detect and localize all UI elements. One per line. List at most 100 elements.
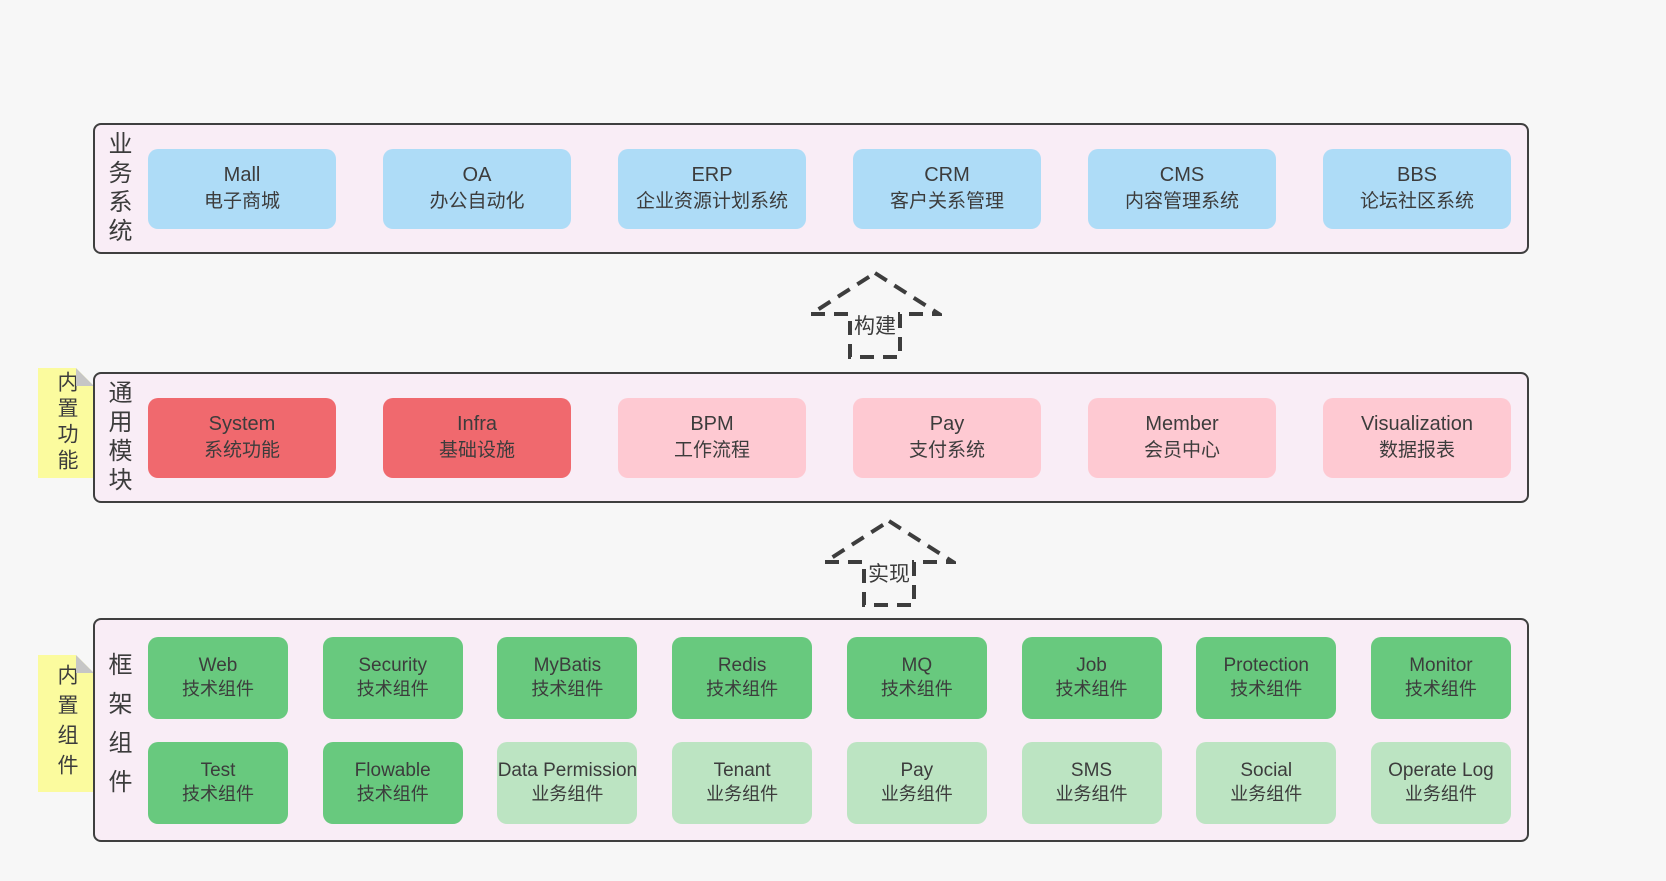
card-title: Job bbox=[1076, 654, 1107, 676]
card-infra: Infra 基础设施 bbox=[383, 397, 571, 478]
card-subtitle: 业务组件 bbox=[531, 784, 604, 805]
layer-framework-components: 框架组件 Web 技术组件 Security 技术组件 MyBatis 技术组件… bbox=[93, 618, 1529, 842]
card-pay-component: Pay 业务组件 bbox=[846, 741, 987, 824]
card-title: BPM bbox=[690, 412, 734, 435]
card-title: MQ bbox=[901, 654, 933, 676]
card-subtitle: 技术组件 bbox=[706, 679, 779, 700]
sticky-note-builtin-components: 内置组件 bbox=[38, 655, 94, 792]
card-title: Pay bbox=[929, 412, 965, 435]
card-title: Security bbox=[358, 654, 428, 676]
card-title: Pay bbox=[900, 759, 934, 781]
card-title: Operate Log bbox=[1388, 759, 1494, 781]
card-operate-log: Operate Log 业务组件 bbox=[1370, 741, 1511, 824]
card-mall: Mall 电子商城 bbox=[148, 148, 336, 229]
arrow-build: 构建 bbox=[804, 270, 946, 360]
card-subtitle: 办公自动化 bbox=[429, 191, 525, 213]
sticky-note-text: 内置功能 bbox=[55, 371, 78, 475]
card-protection: Protection 技术组件 bbox=[1196, 636, 1337, 719]
card-title: Member bbox=[1145, 412, 1219, 435]
card-title: OA bbox=[462, 163, 492, 186]
card-subtitle: 论坛社区系统 bbox=[1359, 191, 1474, 213]
component-cards-row-2: Test 技术组件 Flowable 技术组件 Data Permission … bbox=[135, 741, 1527, 824]
business-cards-row: Mall 电子商城 OA 办公自动化 ERP 企业资源计划系统 CRM 客户关系… bbox=[135, 125, 1527, 252]
card-subtitle: 系统功能 bbox=[203, 440, 280, 462]
card-subtitle: 业务组件 bbox=[1404, 784, 1477, 805]
card-title: ERP bbox=[691, 163, 733, 186]
card-title: System bbox=[208, 412, 276, 435]
card-subtitle: 业务组件 bbox=[1230, 784, 1303, 805]
module-cards-row: System 系统功能 Infra 基础设施 BPM 工作流程 Pay 支付系统… bbox=[135, 374, 1527, 501]
card-subtitle: 企业资源计划系统 bbox=[635, 191, 788, 213]
card-web: Web 技术组件 bbox=[148, 636, 288, 719]
card-title: Flowable bbox=[354, 759, 431, 781]
card-bpm: BPM 工作流程 bbox=[618, 397, 806, 478]
card-visualization: Visualization 数据报表 bbox=[1323, 397, 1511, 478]
card-tenant: Tenant 业务组件 bbox=[672, 741, 813, 824]
card-cms: CMS 内容管理系统 bbox=[1088, 148, 1276, 229]
card-subtitle: 会员中心 bbox=[1143, 440, 1220, 462]
card-subtitle: 技术组件 bbox=[182, 784, 254, 805]
card-title: BBS bbox=[1396, 163, 1438, 186]
up-arrow-icon bbox=[818, 518, 960, 607]
card-oa: OA 办公自动化 bbox=[383, 148, 571, 229]
card-subtitle: 业务组件 bbox=[880, 784, 953, 805]
card-monitor: Monitor 技术组件 bbox=[1370, 636, 1511, 719]
card-subtitle: 基础设施 bbox=[438, 440, 515, 462]
card-test: Test 技术组件 bbox=[148, 741, 288, 824]
folded-corner-icon bbox=[76, 655, 94, 673]
arrow-implement: 实现 bbox=[818, 518, 960, 608]
layer-label-components: 框架组件 bbox=[104, 652, 131, 808]
arrow-implement-label: 实现 bbox=[866, 562, 912, 588]
card-title: Social bbox=[1240, 759, 1293, 781]
card-subtitle: 客户关系管理 bbox=[889, 191, 1004, 213]
component-rows: Web 技术组件 Security 技术组件 MyBatis 技术组件 Redi… bbox=[135, 620, 1527, 840]
layer-common-modules: 通用模块 System 系统功能 Infra 基础设施 BPM 工作流程 Pay… bbox=[93, 372, 1529, 503]
card-title: Test bbox=[200, 759, 236, 781]
card-title: Data Permission bbox=[497, 759, 638, 781]
card-title: Tenant bbox=[713, 759, 771, 781]
card-title: Infra bbox=[456, 412, 498, 435]
card-subtitle: 技术组件 bbox=[531, 679, 604, 700]
card-title: Protection bbox=[1223, 654, 1309, 676]
card-subtitle: 数据报表 bbox=[1378, 440, 1455, 462]
component-cards-row-1: Web 技术组件 Security 技术组件 MyBatis 技术组件 Redi… bbox=[135, 636, 1527, 719]
card-subtitle: 业务组件 bbox=[1055, 784, 1128, 805]
card-subtitle: 工作流程 bbox=[673, 440, 750, 462]
card-subtitle: 技术组件 bbox=[356, 679, 429, 700]
card-security: Security 技术组件 bbox=[322, 636, 463, 719]
sticky-note-text: 内置组件 bbox=[55, 663, 78, 784]
card-redis: Redis 技术组件 bbox=[672, 636, 813, 719]
card-system: System 系统功能 bbox=[148, 397, 336, 478]
card-subtitle: 内容管理系统 bbox=[1124, 191, 1239, 213]
card-pay-module: Pay 支付系统 bbox=[853, 397, 1041, 478]
layer-business-systems: 业务系统 Mall 电子商城 OA 办公自动化 ERP 企业资源计划系统 CRM… bbox=[93, 123, 1529, 254]
card-title: Mall bbox=[223, 163, 261, 186]
layer-label-modules: 通用模块 bbox=[104, 379, 131, 496]
card-title: CRM bbox=[924, 163, 970, 186]
card-subtitle: 技术组件 bbox=[182, 679, 254, 700]
card-member: Member 会员中心 bbox=[1088, 397, 1276, 478]
up-arrow-icon bbox=[804, 270, 946, 359]
card-title: Visualization bbox=[1361, 412, 1473, 435]
card-subtitle: 支付系统 bbox=[908, 440, 985, 462]
sticky-note-builtin-features: 内置功能 bbox=[38, 368, 94, 478]
card-erp: ERP 企业资源计划系统 bbox=[618, 148, 806, 229]
card-subtitle: 技术组件 bbox=[356, 784, 429, 805]
card-crm: CRM 客户关系管理 bbox=[853, 148, 1041, 229]
card-social: Social 业务组件 bbox=[1196, 741, 1337, 824]
card-title: Monitor bbox=[1409, 654, 1473, 676]
card-mq: MQ 技术组件 bbox=[846, 636, 987, 719]
card-job: Job 技术组件 bbox=[1021, 636, 1162, 719]
card-title: Redis bbox=[717, 654, 767, 676]
card-subtitle: 技术组件 bbox=[1404, 679, 1477, 700]
card-subtitle: 技术组件 bbox=[1055, 679, 1128, 700]
card-title: CMS bbox=[1159, 163, 1205, 186]
card-bbs: BBS 论坛社区系统 bbox=[1323, 148, 1511, 229]
layer-label-business: 业务系统 bbox=[104, 130, 131, 247]
folded-corner-icon bbox=[76, 368, 94, 386]
card-subtitle: 技术组件 bbox=[880, 679, 953, 700]
card-data-permission: Data Permission 业务组件 bbox=[497, 741, 638, 824]
card-title: SMS bbox=[1070, 759, 1113, 781]
card-title: Web bbox=[198, 654, 238, 676]
